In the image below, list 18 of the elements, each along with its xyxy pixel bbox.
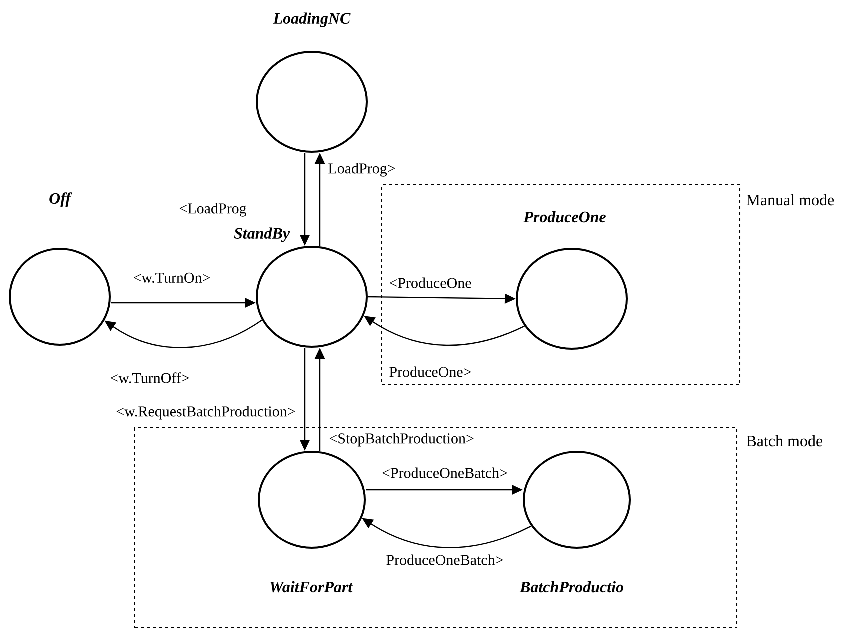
edge-label: <LoadProg <box>178 202 248 218</box>
edge-label: <StopBatchProduction> <box>328 432 476 448</box>
mode-label: Batch mode <box>746 435 823 447</box>
edge-label: <w.RequestBatchProduction> <box>115 405 297 421</box>
state-name: ProduceOne <box>524 211 606 223</box>
state-name: WaitForPart <box>270 581 354 593</box>
edge-label: ProduceOne> <box>388 366 473 378</box>
edge-label: LoadProg> <box>327 162 397 178</box>
state-name: BatchProductio <box>520 581 624 593</box>
edge-label: <ProduceOne <box>388 276 473 290</box>
edge-label: <w.TurnOn> <box>132 272 212 284</box>
edge-label: <ProduceOneBatch> <box>380 466 510 480</box>
state-name: Off <box>50 192 72 208</box>
edge-label: ProduceOneBatch> <box>385 554 505 566</box>
state-name: StandBy <box>234 228 290 242</box>
state-name: LoadingNC <box>273 12 351 28</box>
edge-label: <w.TurnOff> <box>109 372 191 384</box>
mode-label: Manual mode <box>746 194 834 206</box>
